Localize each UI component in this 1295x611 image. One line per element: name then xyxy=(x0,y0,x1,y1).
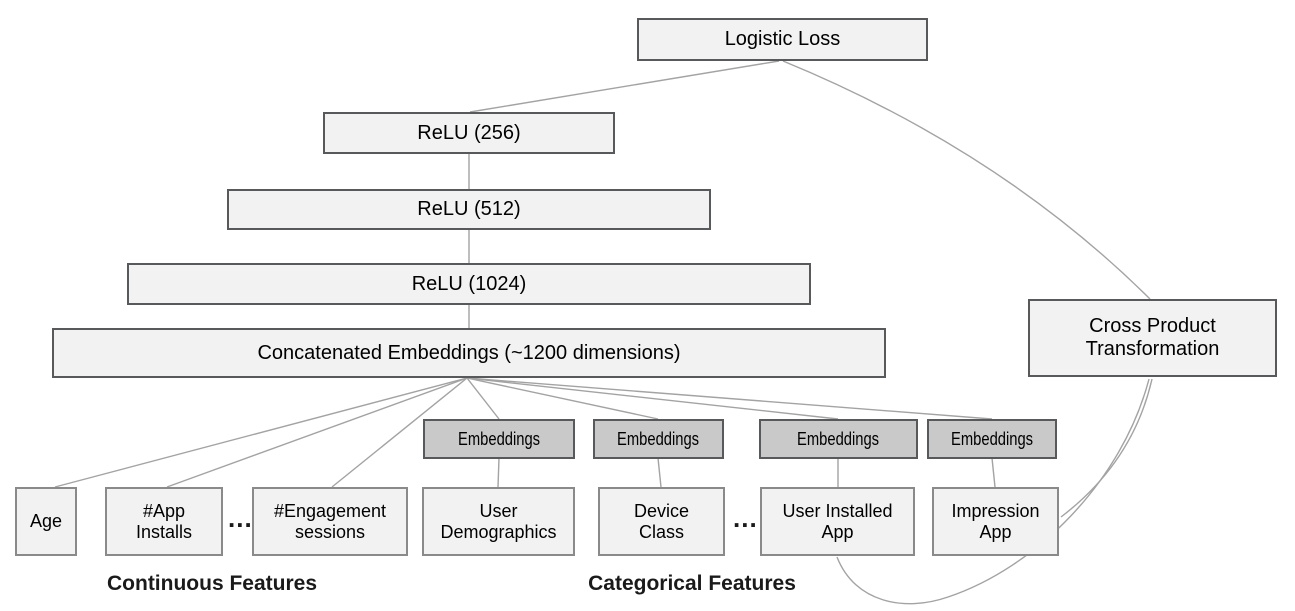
categorical-features-label: Categorical Features xyxy=(588,572,796,595)
embeddings-2-label: Embeddings xyxy=(617,428,700,449)
node-embeddings-3: Embeddings xyxy=(759,419,918,459)
edge-concat-engagement xyxy=(331,377,468,488)
engagement-line2: sessions xyxy=(294,521,366,542)
categorical-ellipsis: ... xyxy=(733,503,758,533)
edge-concat-app-installs xyxy=(166,377,468,488)
node-relu-1024: ReLU (1024) xyxy=(127,263,811,305)
node-concatenated-embeddings: Concatenated Embeddings (~1200 dimension… xyxy=(52,328,886,378)
user-installed-app-line2: App xyxy=(821,521,854,542)
node-device-class: Device Class xyxy=(598,487,725,556)
edge-concat-emb1 xyxy=(466,377,500,420)
node-age: Age xyxy=(15,487,77,556)
edge-emb1-userdemo xyxy=(497,457,500,488)
node-app-installs: #App Installs xyxy=(105,487,223,556)
node-user-demographics: User Demographics xyxy=(422,487,575,556)
node-logistic-loss: Logistic Loss xyxy=(637,18,928,61)
edge-concat-age xyxy=(54,377,468,488)
device-class-line1: Device xyxy=(633,500,690,521)
node-impression-app: Impression App xyxy=(932,487,1059,556)
engagement-line1: #Engagement xyxy=(273,500,387,521)
node-embeddings-4: Embeddings xyxy=(927,419,1057,459)
edge-impression-crossproduct xyxy=(1060,378,1153,518)
edge-emb4-impression xyxy=(991,457,996,488)
edge-emb2-deviceclass xyxy=(657,457,662,488)
impression-app-line2: App xyxy=(979,521,1012,542)
node-embeddings-1: Embeddings xyxy=(423,419,575,459)
user-installed-app-line1: User Installed xyxy=(782,500,893,521)
continuous-features-label: Continuous Features xyxy=(106,572,318,595)
embeddings-4-label: Embeddings xyxy=(950,428,1034,449)
edge-userinstalled-crossproduct xyxy=(836,378,1150,605)
continuous-ellipsis: ... xyxy=(228,503,253,533)
node-embeddings-2: Embeddings xyxy=(593,419,724,459)
impression-app-line1: Impression xyxy=(951,500,1040,521)
node-engagement-sessions: #Engagement sessions xyxy=(252,487,408,556)
app-installs-line2: Installs xyxy=(135,521,193,542)
embeddings-1-label: Embeddings xyxy=(457,428,541,449)
node-relu-256: ReLU (256) xyxy=(323,112,615,154)
cross-product-line2: Transformation xyxy=(1085,338,1220,360)
edge-concat-emb4 xyxy=(466,377,993,420)
device-class-line2: Class xyxy=(638,521,684,542)
edge-concat-emb3 xyxy=(466,377,839,420)
edge-concat-emb2 xyxy=(466,377,659,420)
user-demographics-line2: Demographics xyxy=(440,521,557,542)
user-demographics-line1: User xyxy=(479,500,518,521)
node-relu-512: ReLU (512) xyxy=(227,189,711,230)
edge-loss-crossproduct xyxy=(782,60,1151,300)
app-installs-line1: #App xyxy=(142,500,186,521)
embeddings-3-label: Embeddings xyxy=(797,428,880,449)
node-user-installed-app: User Installed App xyxy=(760,487,915,556)
edge-loss-relu256 xyxy=(469,60,780,113)
node-cross-product-transformation: Cross Product Transformation xyxy=(1028,299,1277,377)
cross-product-line1: Cross Product xyxy=(1089,315,1216,337)
